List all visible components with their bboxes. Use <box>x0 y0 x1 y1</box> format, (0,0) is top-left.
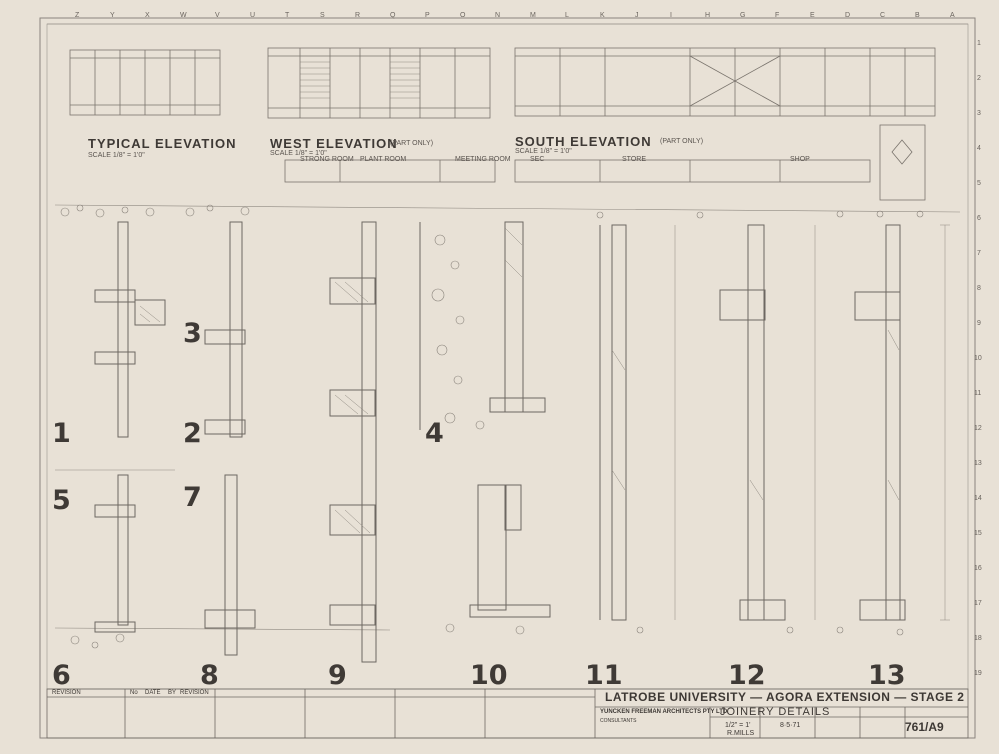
grid-letter: K <box>600 12 605 19</box>
grid-letter: U <box>250 12 256 19</box>
grid-number: 5 <box>977 180 981 187</box>
grid-number: 3 <box>977 110 981 117</box>
detail-number-9: 9 <box>328 660 347 691</box>
south-elevation-suffix: (PART ONLY) <box>660 138 704 145</box>
rev-col: No <box>130 690 138 696</box>
grid-number: 13 <box>974 460 982 467</box>
grid-number: 6 <box>977 215 981 222</box>
room-label: STRONG ROOM <box>300 156 354 163</box>
grid-letter: Q <box>390 12 396 19</box>
detail-number-12: 12 <box>728 660 766 691</box>
room-label: SHOP <box>790 156 810 163</box>
rev-col: REVISION <box>180 690 209 696</box>
grid-number: 14 <box>974 495 982 502</box>
grid-number: 11 <box>974 390 982 397</box>
grid-letter: W <box>180 12 187 19</box>
room-label: PLANT ROOM <box>360 156 407 163</box>
grid-letter: D <box>845 12 851 19</box>
detail-number-6: 6 <box>52 660 71 691</box>
grid-number: 7 <box>977 250 981 257</box>
room-label: MEETING ROOM <box>455 156 511 163</box>
grid-letter: F <box>775 12 780 19</box>
grid-letter: A <box>950 12 955 19</box>
grid-number: 9 <box>977 320 981 327</box>
grid-letter: P <box>425 12 430 19</box>
grid-letter: V <box>215 12 220 19</box>
grid-number: 15 <box>974 530 982 537</box>
grid-letter: Z <box>75 12 80 19</box>
grid-letter: O <box>460 12 466 19</box>
grid-letter: L <box>565 12 569 19</box>
grid-number: 4 <box>977 145 981 152</box>
grid-letter: X <box>145 12 150 19</box>
room-label: STORE <box>622 156 646 163</box>
detail-number-4: 4 <box>425 418 444 449</box>
grid-letter: G <box>740 12 746 19</box>
grid-letter: R <box>355 12 361 19</box>
drawn-by: R.MILLS <box>727 730 755 737</box>
grid-letter: B <box>915 12 920 19</box>
rev-col: DATE <box>145 690 161 696</box>
grid-number: 19 <box>974 670 982 677</box>
grid-number: 16 <box>974 565 982 572</box>
drawing-date: 8·5·71 <box>780 722 801 729</box>
detail-number-8: 8 <box>200 660 219 691</box>
grid-number: 2 <box>977 75 981 82</box>
consultants: CONSULTANTS <box>600 718 637 724</box>
detail-number-11: 11 <box>585 660 623 691</box>
detail-number-13: 13 <box>868 660 906 691</box>
grid-number: 17 <box>974 600 982 607</box>
south-elevation-scale: SCALE 1/8" = 1'0" <box>515 148 572 155</box>
grid-letter: I <box>670 12 672 19</box>
room-label: SEC <box>530 156 545 163</box>
drawing-number: 761/A9 <box>905 720 944 734</box>
grid-letter: S <box>320 12 325 19</box>
scale-value: 1/2" = 1' <box>725 722 751 729</box>
grid-letter: J <box>635 12 639 19</box>
grid-number: 10 <box>974 355 982 362</box>
west-elevation-suffix: (PART ONLY) <box>390 140 434 147</box>
grid-letter: C <box>880 12 886 19</box>
grid-letter: E <box>810 12 815 19</box>
project-title: LATROBE UNIVERSITY — AGORA EXTENSION — S… <box>605 690 965 704</box>
grid-letter: N <box>495 12 501 19</box>
detail-number-3: 3 <box>183 318 202 349</box>
grid-letter: H <box>705 12 711 19</box>
grid-letter: T <box>285 12 290 19</box>
grid-letter: Y <box>110 12 115 19</box>
grid-number: 12 <box>974 425 982 432</box>
west-elevation-scale: SCALE 1/8" = 1'0" <box>270 150 327 157</box>
architects: YUNCKEN FREEMAN ARCHITECTS PTY LTD <box>600 709 728 715</box>
detail-number-7: 7 <box>183 482 202 513</box>
west-elevation-title: WEST ELEVATION <box>270 136 398 151</box>
grid-letter: M <box>530 12 536 19</box>
grid-number: 18 <box>974 635 982 642</box>
detail-number-10: 10 <box>470 660 508 691</box>
detail-number-2: 2 <box>183 418 202 449</box>
rev-col: BY <box>168 690 177 696</box>
south-elevation-title: SOUTH ELEVATION <box>515 134 652 149</box>
drawing-title: JOINERY DETAILS <box>720 706 831 718</box>
typical-elevation-scale: SCALE 1/8" = 1'0" <box>88 152 145 159</box>
typical-elevation-title: TYPICAL ELEVATION <box>88 136 237 151</box>
grid-number: 8 <box>977 285 981 292</box>
detail-number-5: 5 <box>52 485 71 516</box>
detail-number-1: 1 <box>52 418 71 449</box>
grid-number: 1 <box>977 40 981 47</box>
revision-header: REVISION <box>52 690 81 696</box>
